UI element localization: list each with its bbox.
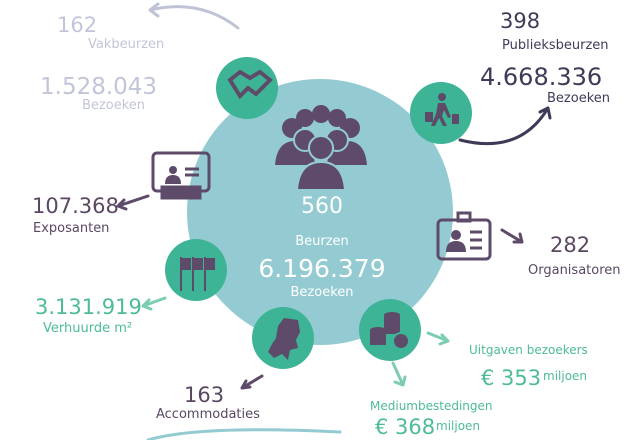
flags-icon: [180, 257, 215, 291]
uitgaven-label: Uitgaven bezoekers: [469, 343, 588, 357]
arrow-vakbeurzen: [148, 2, 240, 30]
coins-euro-icon: [370, 312, 410, 350]
arrow-verhuurde: [141, 296, 167, 311]
medium-label: Mediumbestedingen: [370, 399, 493, 413]
total-visits: 6.196.379: [258, 254, 386, 283]
arrow-organisatoren: [500, 228, 524, 244]
crowd-icon: [275, 105, 367, 191]
verhuurde-value: 3.131.919: [35, 295, 142, 319]
central-circle: [187, 79, 453, 345]
arrow-exposanten: [116, 194, 150, 211]
presenter-screen-icon: [151, 151, 211, 200]
uitgaven-unit: miljoen: [543, 369, 588, 383]
decorative-line: [146, 428, 342, 440]
accommodaties-value: 163: [184, 383, 225, 407]
id-card-icon: [436, 211, 492, 261]
uitgaven-value: € 353: [481, 366, 542, 390]
total-fairs: 560: [301, 194, 343, 219]
arrow-medium: [391, 361, 407, 387]
handshake-icon: [227, 69, 273, 100]
vakbeurzen-label: Vakbeurzen: [88, 37, 165, 52]
organisatoren-label: Organisatoren: [528, 263, 621, 278]
arrow-publieksbeurzen: [458, 106, 552, 146]
exposanten-label: Exposanten: [33, 221, 110, 236]
vakbeurzen-visits-label: Bezoeken: [82, 98, 145, 113]
verhuurde-label: Verhuurde m²: [43, 321, 133, 336]
total-visits-label: Bezoeken: [290, 285, 354, 300]
publieksbeurzen-label: Publieksbeurzen: [502, 38, 609, 53]
publieksbeurzen-visits-label: Bezoeken: [547, 91, 610, 106]
organisatoren-value: 282: [550, 233, 591, 257]
netherlands-map-icon: [268, 318, 300, 360]
arrow-accommodaties: [240, 374, 264, 390]
vakbeurzen-visits: 1.528.043: [40, 74, 158, 100]
publieksbeurzen-count: 398: [500, 9, 541, 33]
publieksbeurzen-visits: 4.668.336: [480, 63, 603, 91]
medium-value: € 368: [375, 415, 436, 439]
total-fairs-label: Beurzen: [295, 234, 349, 249]
accommodaties-label: Accommodaties: [156, 407, 260, 422]
arrow-uitgaven: [426, 331, 450, 346]
exposanten-value: 107.368: [32, 194, 119, 218]
vakbeurzen-count: 162: [57, 13, 98, 37]
shopper-icon: [425, 93, 459, 126]
medium-unit: miljoen: [436, 419, 481, 433]
